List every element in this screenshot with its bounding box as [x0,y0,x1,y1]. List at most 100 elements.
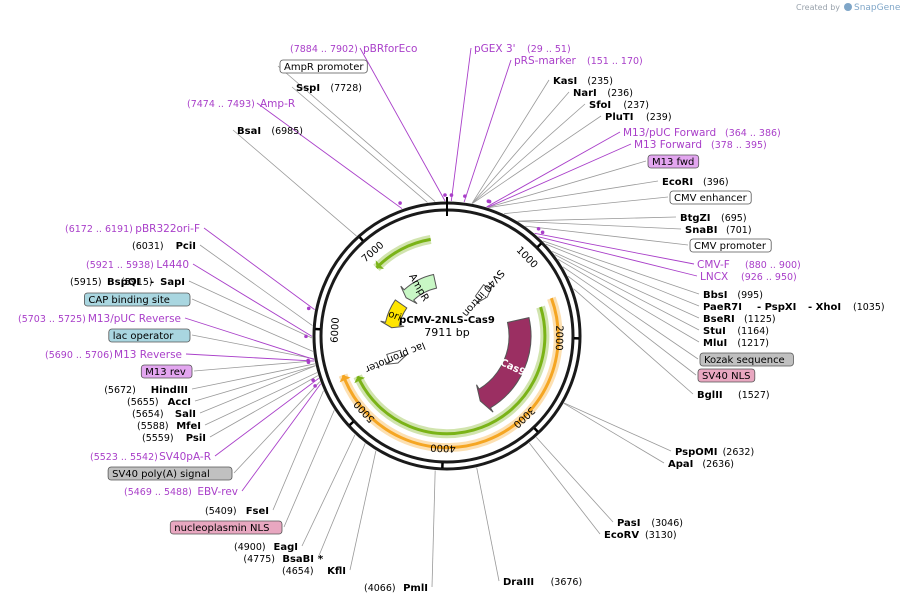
primer-binding-mark [313,384,317,388]
enzyme-site-pspomi[interactable]: PspOMI(2632) [675,447,754,458]
enzyme-name: PaeR7I [703,302,742,313]
connector-line [277,65,436,202]
enzyme-site-pcii[interactable]: PciI(6031) [132,241,196,252]
primer-m13-reverse[interactable]: M13 Reverse(5690 .. 5706) [45,349,182,361]
enzyme-site-nari[interactable]: NarI(236) [573,88,633,99]
enzyme-site-snabi[interactable]: SnaBI(701) [685,225,752,236]
backbone [312,197,582,471]
primer-amp-r[interactable]: Amp-R(7474 .. 7493) [187,98,295,110]
connector-line [554,254,700,331]
orf-arrowhead [375,260,384,270]
feature-tag-kozak-sequence[interactable]: Kozak sequence [699,352,794,367]
primer-m13-forward[interactable]: M13 Forward(378 .. 395) [634,139,767,151]
primer-pbr322ori-f[interactable]: pBR322ori-F(6172 .. 6191) [65,223,200,235]
feature-tag-lac-operator[interactable]: lac operator [108,328,191,343]
feature-tag-m13-rev[interactable]: M13 rev [140,364,193,379]
feature-tag-m13-fwd[interactable]: M13 fwd [647,154,700,169]
enzyme-name: SfoI [589,100,611,111]
connector-line [199,244,313,326]
enzyme-site-sali[interactable]: SalI(5654) [132,409,196,420]
enzyme-site-bbsi[interactable]: BbsI(995) [703,290,763,301]
enzyme-extra: (1035) [853,302,885,313]
feature-tag-cmv-promoter[interactable]: CMV promoter [689,238,772,253]
connector-line [199,365,316,414]
feature-ampr [400,273,438,305]
primer-ebv-rev[interactable]: EBV-rev(5469 .. 5488) [124,486,238,498]
primer-position: (926 .. 950) [741,272,797,283]
enzyme-site-bsabi[interactable]: BsaBI(4775) [243,554,314,565]
enzyme-site-hindiii[interactable]: HindIII(5672) [104,385,188,396]
feature-tag-box [279,59,368,74]
enzyme-site-kfli[interactable]: KflI(4654) [282,566,346,577]
enzyme-site-apai[interactable]: ApaI(2636) [668,459,734,470]
enzyme-site-sfoi[interactable]: SfoI (237) [589,100,649,111]
feature-tag-sv40-poly-a-signal[interactable]: SV40 poly(A) signal [107,466,233,481]
enzyme-site-mfei[interactable]: MfeI(5588) [137,421,201,432]
enzyme-site-ecori[interactable]: EcoRI(396) [662,177,729,188]
orf-arrow [341,297,560,450]
enzyme-site-bseri[interactable]: BseRI(1125) [703,314,776,325]
orf-arrow [356,306,547,436]
feature-cas9 [476,317,532,413]
enzyme-site-btgzi[interactable]: BtgZI(695) [680,213,747,224]
enzyme-site-paer7i[interactable]: PaeR7I [703,302,742,313]
primer-pbrforeco[interactable]: pBRforEco(7884 .. 7902) [290,43,417,55]
connector-line [535,437,614,523]
feature-tag-label: nucleoplasmin NLS [174,523,269,534]
primer-pgex-3[interactable]: pGEX 3'(29 .. 51) [474,43,571,55]
enzyme-site-acci[interactable]: AccI(5655) [127,397,191,408]
enzyme-site-mlui[interactable]: MluI(1217) [703,338,769,349]
primer-name: pBR322ori-F [135,223,200,235]
feature-tag-nucleoplasmin-nls[interactable]: nucleoplasmin NLS [169,520,283,535]
snapgene-logo-icon [844,3,852,11]
feature-tag-label: lac operator [113,331,174,342]
enzyme-site-bglii[interactable]: BglII(1527) [697,390,770,401]
enzyme-site-fsei[interactable]: FseI(5409) [205,506,269,517]
primer-name: M13/pUC Forward [623,127,716,139]
plasmid-name: pCMV-2NLS-Cas9 [399,315,495,326]
enzyme-site-pluti[interactable]: PluTI(239) [605,112,672,123]
primer-m13-puc-reverse[interactable]: M13/pUC Reverse(5703 .. 5725) [18,313,181,325]
enzyme-name: BsaBI [282,554,314,565]
enzyme-extra: BspQI [107,277,140,288]
enzyme-position: (7728) [330,83,362,94]
tick-mark [536,242,543,248]
primer-position: (5921 .. 5938) [86,260,154,271]
enzyme-name: BseRI [703,314,735,325]
enzyme-site-sapi[interactable]: SapI(5915) [121,277,185,288]
connector-line [517,216,677,222]
enzyme-site-stui[interactable]: StuI(1164) [703,326,769,337]
enzyme-site-ecorv[interactable]: EcoRV(3130) [604,530,677,541]
primer-m13-puc-forward[interactable]: M13/pUC Forward(364 .. 386) [623,127,781,139]
primer-binding-mark [536,226,541,231]
primer-sv40pa-r[interactable]: SV40pA-R(5523 .. 5542) [90,451,211,463]
feature-tag-cmv-enhancer[interactable]: CMV enhancer [669,190,752,205]
primer-prs-marker[interactable]: pRS-marker(151 .. 170) [514,55,643,67]
enzyme-site-pasi[interactable]: PasI(3046) [617,518,683,529]
enzyme-site-draiii[interactable]: DraIII(3676) [503,577,582,588]
primer-lncx[interactable]: LNCX(926 .. 950) [700,271,797,283]
feature-tag-cap-binding-site[interactable]: CAP binding site [84,292,191,307]
tick-label: 1000 [514,245,540,271]
enzyme-position: (237) [623,100,649,111]
primer-cmv-f[interactable]: CMV-F(880 .. 900) [697,259,801,271]
feature-tag-label: SV40 NLS [702,371,751,382]
enzyme-site-kasi[interactable]: KasI(235) [553,76,613,87]
enzyme-name: EcoRI [662,177,693,188]
feature-tag-ampr-promoter[interactable]: AmpR promoter [279,59,368,74]
primer-l4440[interactable]: L4440(5921 .. 5938) [86,259,189,271]
feature-tag-sv40-nls[interactable]: SV40 NLS [697,368,756,383]
label-connectors [184,47,700,588]
primer-name: pBRforEco [363,43,417,55]
enzyme-position: (5672) [104,385,136,396]
enzyme-name: NarI [573,88,597,99]
enzyme-site-sspi[interactable]: SspI(7728) [296,83,362,94]
enzyme-site-psii[interactable]: PsiI(5559) [142,433,206,444]
enzyme-site-pmli[interactable]: PmlI(4066) [364,583,428,594]
enzyme-position: (1164) [737,326,769,337]
enzyme-site-bsai[interactable]: BsaI(6985) [237,126,303,137]
connector-line [233,381,321,474]
enzyme-site-eagi[interactable]: EagI(4900) [234,542,298,553]
